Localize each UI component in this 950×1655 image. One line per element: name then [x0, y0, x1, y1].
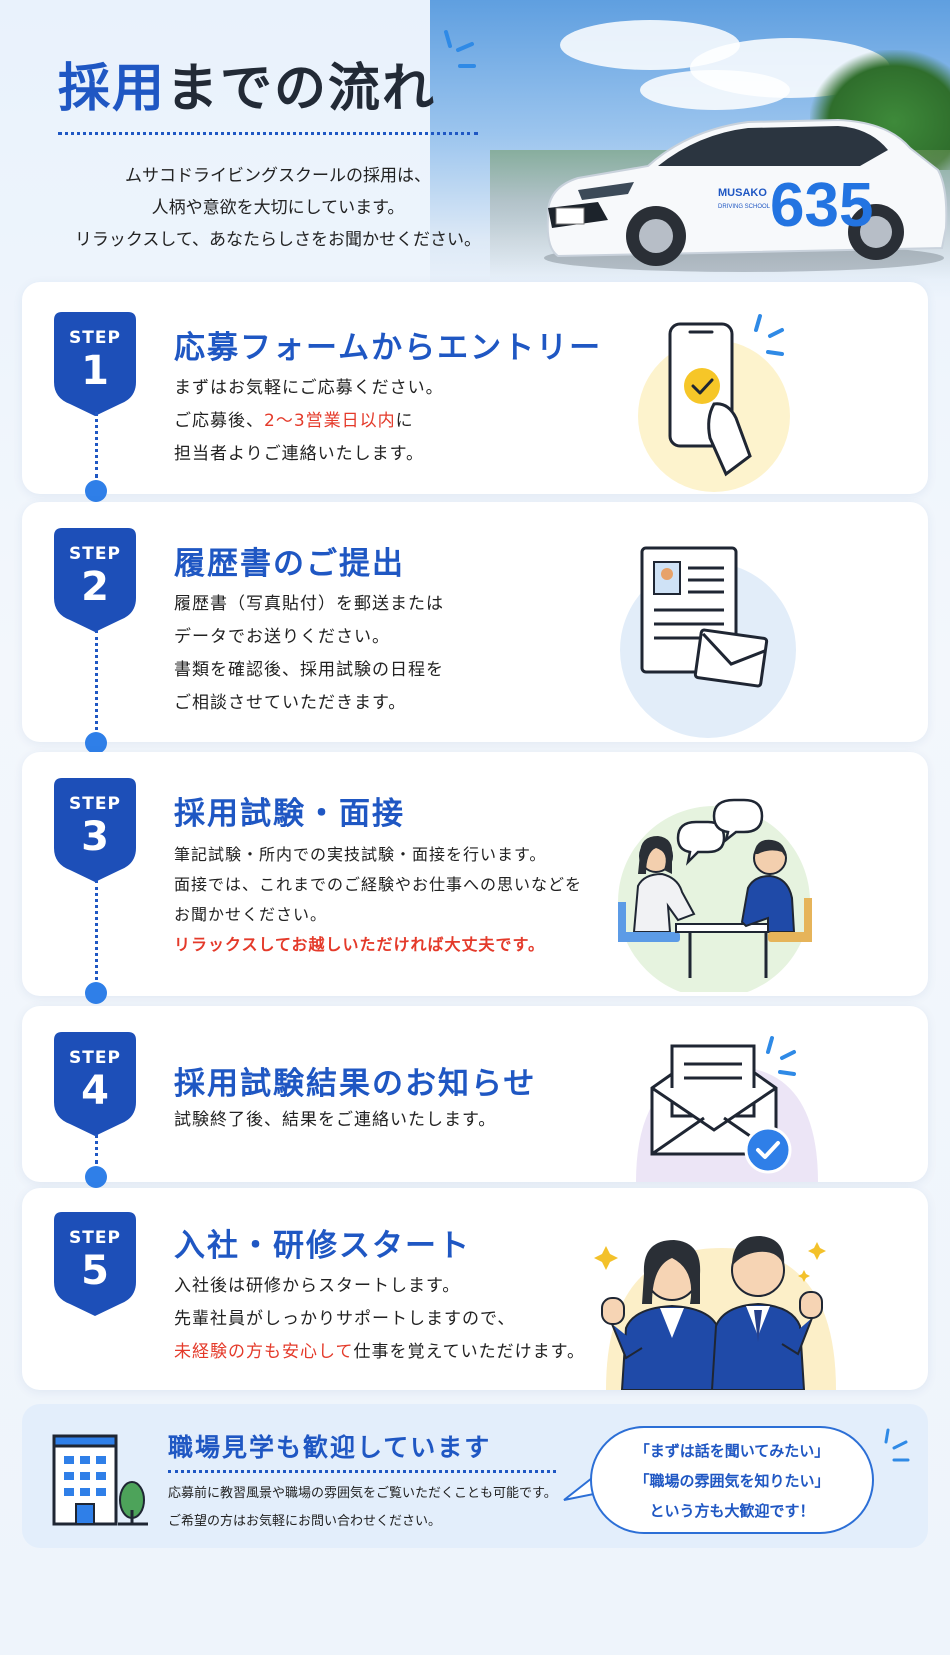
- body-line: お聞かせください。: [174, 905, 328, 924]
- title-accent: 採用: [58, 59, 167, 119]
- step-card-5: STEP 5 入社・研修スタート 入社後は研修からスタートします。 先輩社員がし…: [22, 1188, 928, 1390]
- body-line: 入社後は研修からスタートします。: [174, 1276, 461, 1296]
- car-brand: MUSAKO: [718, 187, 767, 199]
- car-number: 635: [770, 171, 873, 240]
- body-line: 履歴書（写真貼付）を郵送または: [174, 594, 444, 614]
- step-body: 履歴書（写真貼付）を郵送または データでお送りください。 書類を確認後、採用試験…: [174, 588, 444, 720]
- intro-line: 人柄や意欲を大切にしています。: [151, 198, 405, 218]
- body-line: まずはお気軽にご応募ください。: [174, 378, 444, 398]
- highlight-text: リラックスしてお越しいただければ大丈夫です。: [174, 935, 545, 954]
- intro-text: ムサコドライビングスクールの採用は、 人柄や意欲を大切にしています。 リラックス…: [28, 160, 528, 256]
- body-line: 書類を確認後、採用試験の日程を: [174, 660, 444, 680]
- mail-check-icon: [636, 1036, 818, 1182]
- step-dot: [85, 982, 107, 1004]
- step-connector: [95, 880, 98, 980]
- body-text: に: [395, 411, 414, 431]
- body-line: 筆記試験・所内での実技試験・面接を行います。: [174, 845, 547, 864]
- step-label: STEP: [69, 328, 121, 348]
- body-line: 担当者よりご連絡いたします。: [174, 444, 424, 464]
- body-text: ご応募後、: [174, 411, 264, 431]
- body-line: ご相談させていただきます。: [174, 693, 407, 713]
- step-card-1: STEP 1 応募フォームからエントリー まずはお気軽にご応募ください。 ご応募…: [22, 282, 928, 494]
- title-rest: までの流れ: [166, 59, 437, 119]
- body-line: データでお送りください。: [174, 627, 390, 647]
- highlight-text: 未経験の方も安心して: [174, 1342, 354, 1362]
- step-title: 採用試験・面接: [174, 796, 405, 832]
- bubble-line: 「まずは話を聞いてみたい」: [634, 1442, 830, 1460]
- step-number: 5: [81, 1248, 109, 1294]
- step-title: 採用試験結果のお知らせ: [174, 1066, 537, 1102]
- body-line: 面接では、これまでのご経験やお仕事への思いなどを: [174, 875, 583, 894]
- step-label: STEP: [69, 794, 121, 814]
- highlight-text: 2〜3営業日以内: [264, 411, 396, 431]
- step-dot: [85, 1166, 107, 1188]
- car-image: MUSAKO DRIVING SCHOOL 635: [544, 118, 948, 272]
- sparkle-icon: [884, 1428, 910, 1462]
- body-line: 試験終了後、結果をご連絡いたします。: [174, 1110, 497, 1130]
- step-number: 1: [81, 348, 109, 394]
- tour-underline: [168, 1470, 556, 1473]
- smartphone-check-icon: [638, 314, 790, 492]
- step-dot: [85, 480, 107, 502]
- speech-bubble: 「まずは話を聞いてみたい」 「職場の雰囲気を知りたい」 という方も大歓迎です！: [590, 1426, 874, 1534]
- body-text: 仕事を覚えていただけます。: [353, 1342, 585, 1362]
- step-badge: STEP 3: [54, 778, 136, 882]
- step-number: 3: [81, 814, 109, 860]
- step-badge: STEP 5: [54, 1212, 136, 1316]
- intro-line: ムサコドライビングスクールの採用は、: [125, 166, 431, 186]
- step-card-4: STEP 4 採用試験結果のお知らせ 試験終了後、結果をご連絡いたします。: [22, 1006, 928, 1182]
- step-number: 4: [81, 1068, 109, 1114]
- step-body: 入社後は研修からスタートします。 先輩社員がしっかりサポートしますので、 未経験…: [174, 1270, 585, 1369]
- step-card-2: STEP 2 履歴書のご提出 履歴書（写真貼付）を郵送または データでお送りくだ…: [22, 502, 928, 742]
- step-badge: STEP 4: [54, 1032, 136, 1136]
- step-connector: [95, 1134, 98, 1164]
- step-badge: STEP 1: [54, 312, 136, 416]
- step-title: 入社・研修スタート: [174, 1228, 471, 1264]
- interview-icon: [618, 798, 812, 992]
- tour-body: 応募前に教習風景や職場の雰囲気をご覧いただくことも可能です。 ご希望の方はお気軽…: [168, 1480, 557, 1536]
- step-number: 2: [81, 564, 109, 610]
- body-line: 未経験の方も安心して仕事を覚えていただけます。: [174, 1336, 585, 1369]
- step-body: 筆記試験・所内での実技試験・面接を行います。 面接では、これまでのご経験やお仕事…: [174, 840, 582, 960]
- step-dot: [85, 732, 107, 754]
- title-underline: [58, 132, 478, 135]
- cloud: [640, 70, 790, 110]
- step-card-3: STEP 3 採用試験・面接 筆記試験・所内での実技試験・面接を行います。 面接…: [22, 752, 928, 996]
- tour-title: 職場見学も歓迎しています: [168, 1433, 492, 1462]
- car-sub: DRIVING SCHOOL: [718, 204, 771, 210]
- body-line: 先輩社員がしっかりサポートしますので、: [174, 1309, 516, 1329]
- step-title: 履歴書のご提出: [174, 546, 405, 582]
- step-body: まずはお気軽にご応募ください。 ご応募後、2〜3営業日以内に 担当者よりご連絡い…: [174, 372, 444, 471]
- body-line: ご希望の方はお気軽にお問い合わせください。: [168, 1514, 442, 1529]
- resume-envelope-icon: [620, 546, 796, 738]
- bubble-line: という方も大歓迎です！: [649, 1502, 815, 1520]
- step-label: STEP: [69, 1228, 121, 1248]
- page-title: 採用までの流れ: [58, 46, 436, 121]
- step-connector: [95, 412, 98, 478]
- step-label: STEP: [69, 1048, 121, 1068]
- step-badge: STEP 2: [54, 528, 136, 632]
- sparkle-icon: [444, 30, 476, 68]
- body-line: 応募前に教習風景や職場の雰囲気をご覧いただくことも可能です。: [168, 1486, 557, 1501]
- bubble-line: 「職場の雰囲気を知りたい」: [634, 1472, 830, 1490]
- workplace-tour-panel: 職場見学も歓迎しています 応募前に教習風景や職場の雰囲気をご覧いただくことも可能…: [22, 1404, 928, 1548]
- step-label: STEP: [69, 544, 121, 564]
- step-title: 応募フォームからエントリー: [174, 330, 603, 366]
- step-connector: [95, 630, 98, 730]
- body-line: ご応募後、2〜3営業日以内に: [174, 405, 444, 438]
- intro-line: リラックスして、あなたらしさをお聞かせください。: [74, 230, 482, 250]
- office-building-icon: [52, 1434, 148, 1526]
- new-employees-icon: [594, 1236, 836, 1390]
- step-body: 試験終了後、結果をご連絡いたします。: [174, 1104, 496, 1137]
